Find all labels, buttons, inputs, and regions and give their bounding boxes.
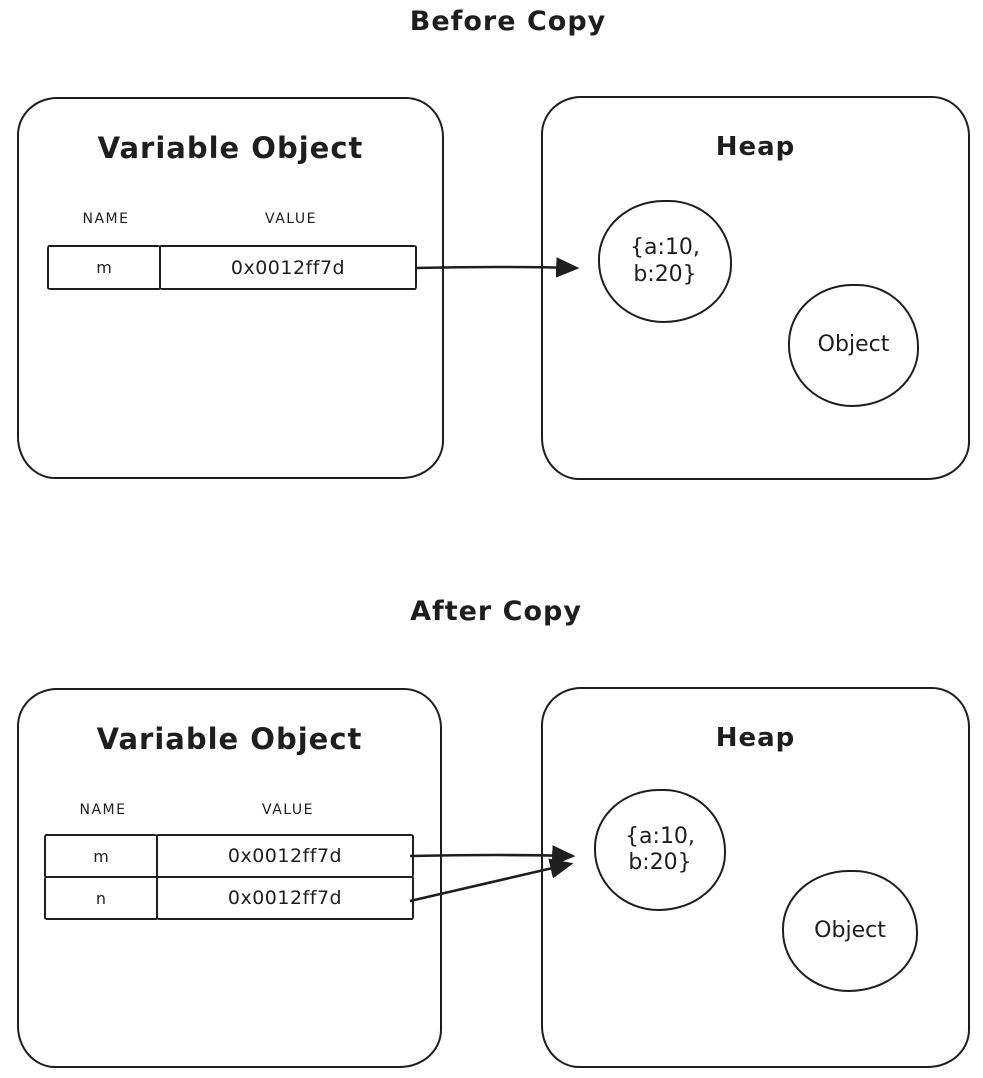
heap-title: Heap (715, 132, 796, 162)
name-value-table: m 0x0012ff7d (47, 245, 417, 290)
section-title-after: After Copy (410, 596, 582, 627)
column-header-value: VALUE (265, 211, 317, 227)
table-row: m 0x0012ff7d (47, 245, 417, 290)
column-headers: NAME VALUE (46, 802, 416, 818)
column-header-name: NAME (79, 802, 127, 818)
column-header-value: VALUE (262, 802, 314, 818)
heap-generic-object-label: Object (817, 332, 890, 358)
variable-object-box-after: Variable Object NAME VALUE m 0x0012ff7d … (17, 688, 442, 1068)
cell-name: n (44, 876, 158, 920)
variable-object-box-before: Variable Object NAME VALUE m 0x0012ff7d (17, 97, 444, 479)
cell-name: m (47, 245, 161, 290)
heap-box-before: Heap {a:10, b:20} Object (541, 96, 970, 480)
heap-object-label-line1: {a:10, (625, 823, 695, 849)
heap-generic-object-circle: Object (782, 870, 918, 992)
heap-object-circle: {a:10, b:20} (594, 789, 726, 911)
name-value-table: m 0x0012ff7d n 0x0012ff7d (44, 834, 414, 920)
section-title-before: Before Copy (409, 6, 607, 37)
heap-generic-object-label: Object (814, 917, 886, 943)
column-headers: NAME VALUE (49, 211, 419, 227)
variable-object-title: Variable Object (96, 722, 363, 756)
heap-object-label-line1: {a:10, (630, 235, 700, 261)
heap-object-label-line2: b:20} (633, 261, 697, 287)
column-header-name: NAME (82, 211, 130, 227)
cell-value: 0x0012ff7d (156, 876, 414, 920)
table-row: n 0x0012ff7d (44, 876, 414, 920)
heap-box-after: Heap {a:10, b:20} Object (541, 687, 970, 1068)
heap-title: Heap (715, 723, 796, 753)
heap-object-label-line2: b:20} (628, 850, 692, 875)
cell-name: m (44, 834, 158, 878)
cell-value: 0x0012ff7d (156, 834, 414, 878)
heap-generic-object-circle: Object (788, 284, 919, 407)
table-row: m 0x0012ff7d (44, 834, 414, 878)
heap-object-circle: {a:10, b:20} (598, 200, 732, 323)
variable-object-title: Variable Object (97, 131, 364, 165)
cell-value: 0x0012ff7d (159, 245, 417, 290)
